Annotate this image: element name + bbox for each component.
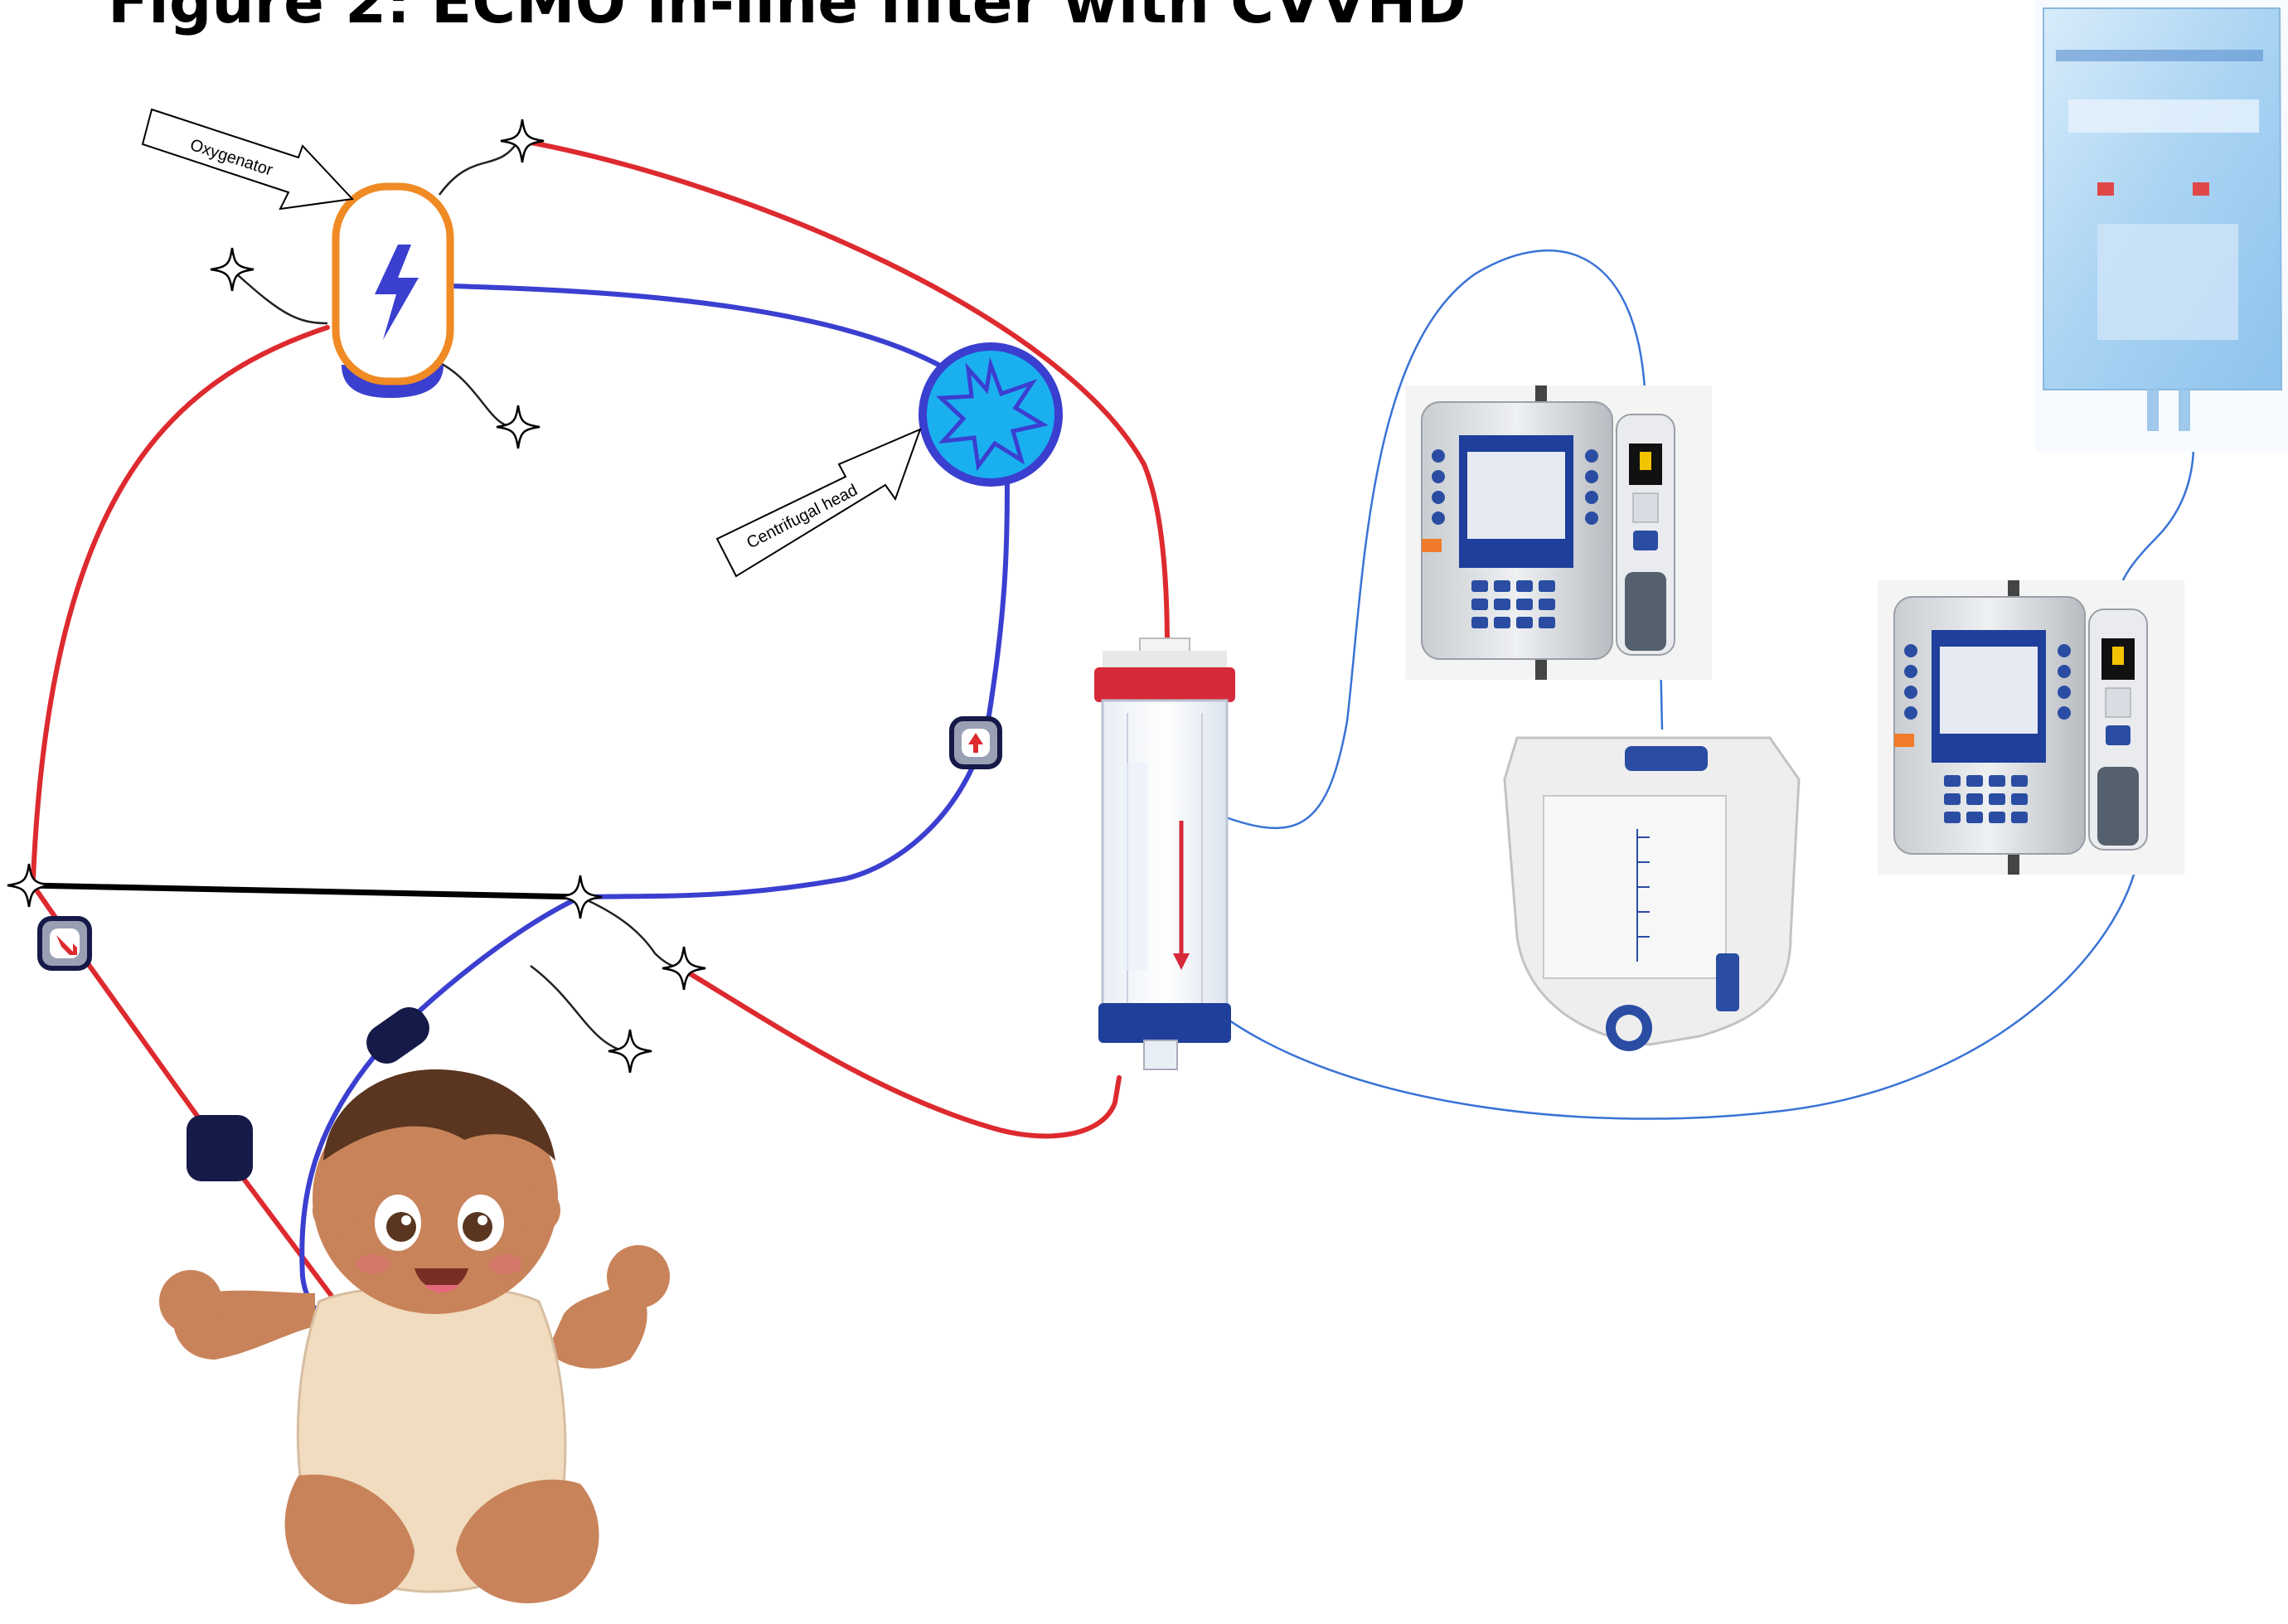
access-port-icon[interactable] — [187, 1115, 253, 1181]
oxygenator[interactable] — [336, 187, 450, 398]
fluid-bag-icon[interactable] — [2035, 0, 2288, 452]
infusion-pump-icon[interactable] — [1405, 385, 1712, 680]
pressure-monitor-icon[interactable] — [40, 919, 90, 968]
centrifugal-pump-icon[interactable] — [923, 347, 1059, 482]
monitor-wires — [236, 141, 684, 1053]
pressure-monitor-icon[interactable] — [952, 719, 1000, 767]
centrifugal-callout: Centrifugal head — [717, 429, 920, 576]
bridge-line — [29, 885, 580, 897]
infusion-pump-icon[interactable] — [1878, 580, 2184, 875]
effluent-bag-icon[interactable] — [1505, 738, 1799, 1051]
oxygenator-callout: Oxygenator — [143, 109, 352, 209]
hemofilter-icon[interactable] — [1094, 638, 1235, 1069]
